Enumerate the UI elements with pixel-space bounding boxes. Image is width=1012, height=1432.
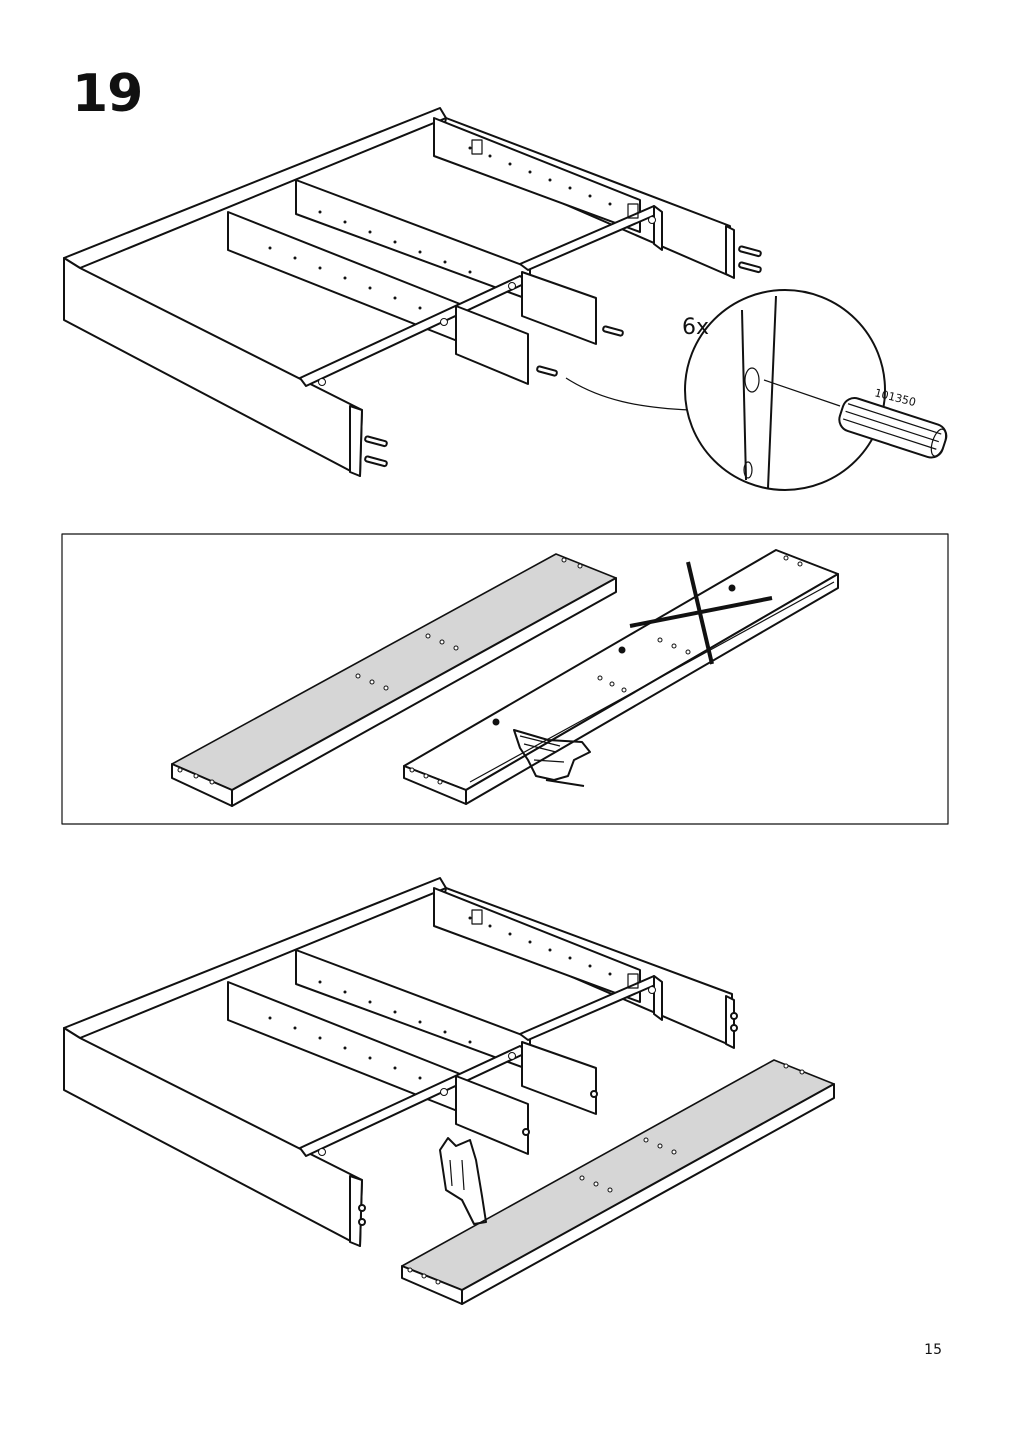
dowel-icon	[838, 397, 948, 459]
hole-rows-bottom	[268, 916, 612, 1080]
step-number: 19	[72, 64, 143, 124]
cross-mark-icon	[629, 561, 773, 665]
board-incorrect	[403, 549, 839, 805]
pointing-hand-icon	[513, 729, 591, 787]
frame-back-panel	[433, 117, 641, 233]
board-correct	[171, 553, 617, 807]
hinge-icon	[627, 203, 639, 219]
hole-rows-top	[268, 146, 612, 310]
dowel-detail-callout	[565, 289, 948, 491]
frame-front-panel-b	[63, 1027, 363, 1247]
dowel-icons-top	[364, 245, 762, 468]
frame-top	[63, 107, 762, 477]
instruction-box	[61, 533, 949, 825]
hinge-icon	[471, 909, 483, 925]
frame-front-panel	[63, 257, 363, 477]
hinge-icon	[627, 973, 639, 989]
orientation-panel	[61, 533, 949, 825]
page-number: 15	[924, 1342, 942, 1358]
pointing-hand-down-icon	[439, 1137, 487, 1225]
frame-bottom	[63, 877, 835, 1305]
hinge-icon	[471, 139, 483, 155]
loose-board	[401, 1059, 835, 1305]
quantity-label: 6x	[682, 315, 709, 340]
